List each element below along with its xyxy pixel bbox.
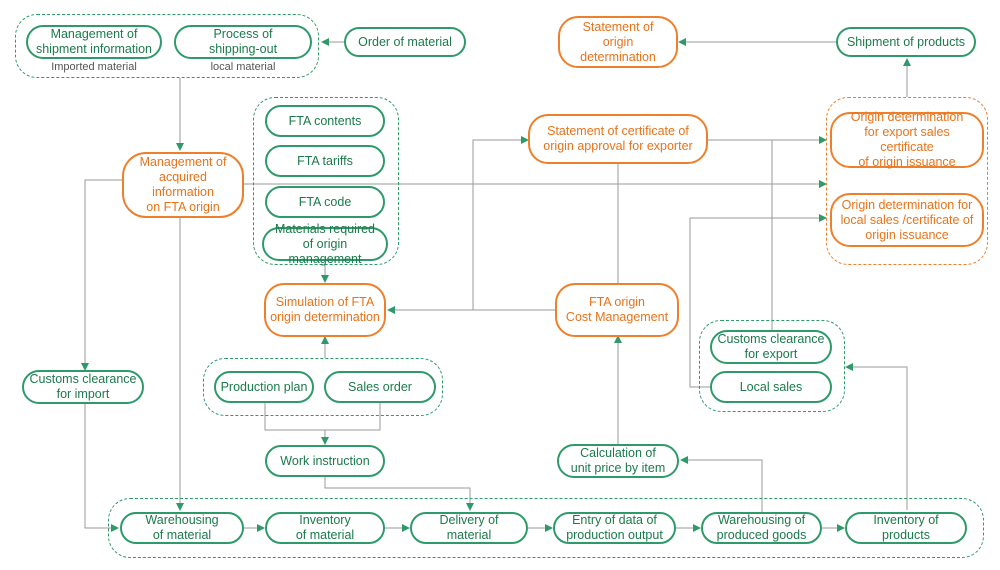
node-materials-required-of-origin-management[interactable]: Materials required of origin management xyxy=(262,222,388,266)
group-production xyxy=(203,358,443,416)
node-statement-of-certificate-approval[interactable]: Statement of certificate of origin appro… xyxy=(528,114,708,164)
node-inventory-of-material[interactable]: Inventory of material xyxy=(265,512,385,544)
node-fta-code[interactable]: FTA code xyxy=(265,186,385,218)
group-shipping xyxy=(699,320,845,412)
node-order-of-material[interactable]: Order of material xyxy=(344,27,466,57)
node-shipment-of-products[interactable]: Shipment of products xyxy=(836,27,976,57)
node-fta-contents[interactable]: FTA contents xyxy=(265,105,385,137)
node-sales-order[interactable]: Sales order xyxy=(324,371,436,403)
note-imported-material: Imported material xyxy=(51,61,137,73)
node-inventory-of-products[interactable]: Inventory of products xyxy=(845,512,967,544)
node-process-of-shipping-out[interactable]: Process of shipping-out xyxy=(174,25,312,59)
node-work-instruction[interactable]: Work instruction xyxy=(265,445,385,477)
node-statement-of-origin-determination[interactable]: Statement of origin determination xyxy=(558,16,678,68)
node-local-sales[interactable]: Local sales xyxy=(710,371,832,403)
group-origin-determination xyxy=(826,97,988,265)
node-simulation-of-fta-origin-determination[interactable]: Simulation of FTA origin determination xyxy=(264,283,386,337)
node-fta-origin-cost-management[interactable]: FTA origin Cost Management xyxy=(555,283,679,337)
node-customs-clearance-for-import[interactable]: Customs clearance for import xyxy=(22,370,144,404)
note-local-material: local material xyxy=(210,61,276,73)
group-bottom-flow xyxy=(108,498,984,558)
group-shipment-info xyxy=(15,14,319,78)
node-management-of-shipment-information[interactable]: Management of shipment information xyxy=(26,25,162,59)
node-entry-of-data-of-production-output[interactable]: Entry of data of production output xyxy=(553,512,676,544)
node-origin-determination-local[interactable]: Origin determination for local sales /ce… xyxy=(830,193,984,247)
node-calculation-of-unit-price[interactable]: Calculation of unit price by item xyxy=(557,444,679,478)
node-production-plan[interactable]: Production plan xyxy=(214,371,314,403)
node-management-of-acquired-information[interactable]: Management of acquired information on FT… xyxy=(122,152,244,218)
node-origin-determination-export[interactable]: Origin determination for export sales ce… xyxy=(830,110,984,169)
group-fta-info xyxy=(253,97,399,265)
node-warehousing-of-produced-goods[interactable]: Warehousing of produced goods xyxy=(701,512,822,544)
node-warehousing-of-material[interactable]: Warehousing of material xyxy=(120,512,244,544)
node-fta-tariffs[interactable]: FTA tariffs xyxy=(265,145,385,177)
node-delivery-of-material[interactable]: Delivery of material xyxy=(410,512,528,544)
node-customs-clearance-for-export[interactable]: Customs clearance for export xyxy=(710,330,832,364)
